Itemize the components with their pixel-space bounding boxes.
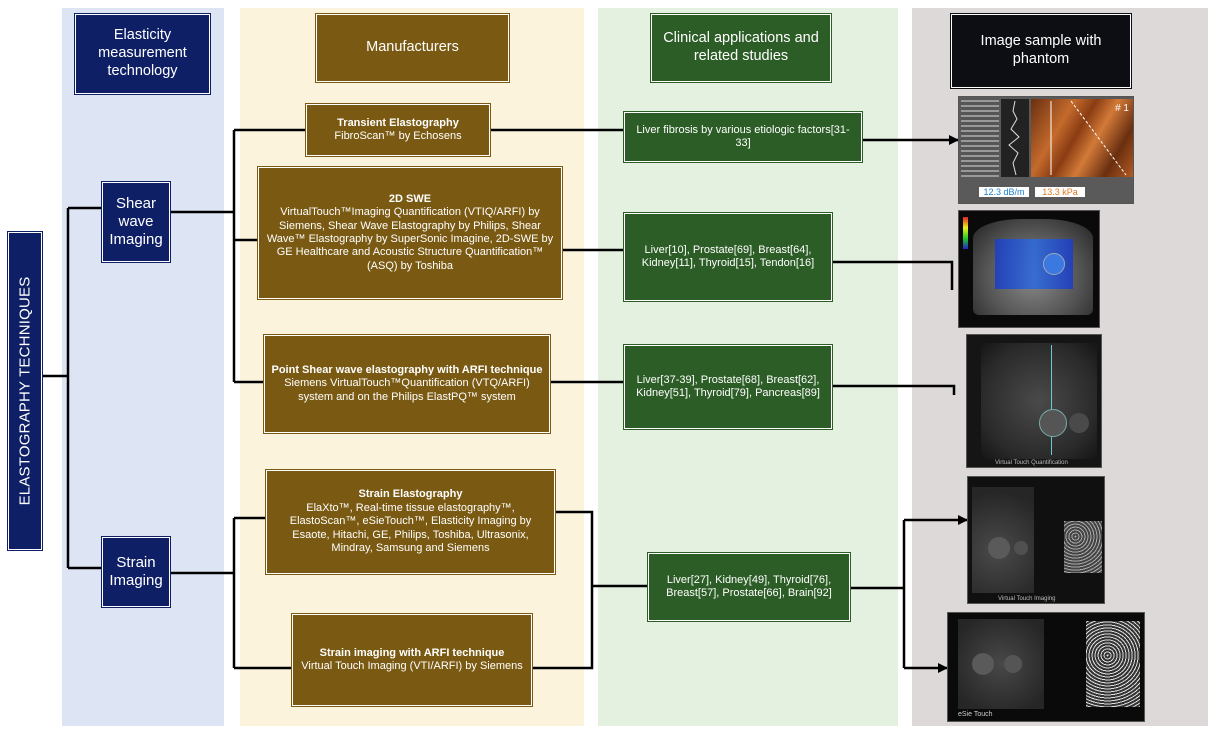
fibroscan-mmode-panel <box>961 99 999 177</box>
technology-header-label: Elasticity measurement technology <box>98 27 187 79</box>
strain-arfi-node: Strain imaging with ARFI technique Virtu… <box>292 614 532 706</box>
fibroscan-elastogram-panel: # 1 <box>1031 99 1133 177</box>
esie-inclusion-2 <box>1004 655 1022 673</box>
strain-arfi-title: Strain imaging with ARFI technique <box>319 646 505 659</box>
shear-wave-imaging-label: Shear wave Imaging <box>109 194 163 249</box>
root-title-label: ELASTOGRAPHY TECHNIQUES <box>16 276 34 506</box>
2d-swe-body: VirtualTouch™Imaging Quantification (VTI… <box>266 206 554 272</box>
vtq-inclusion-2 <box>1069 413 1089 433</box>
strain-elastography-node: Strain Elastography ElaXto™, Real-time t… <box>266 470 555 574</box>
point-shear-wave-body: Siemens VirtualTouch™Quantification (VTQ… <box>284 377 530 403</box>
esie-touch-image: eSie Touch <box>947 612 1145 722</box>
fibroscan-image: # 1 12.3 dB/m 13.3 kPa <box>958 96 1134 204</box>
clinical-transient: Liver fibrosis by various etiologic fact… <box>624 112 862 162</box>
clinical-2d-swe-text: Liver[10], Prostate[69], Breast[64], Kid… <box>641 243 815 269</box>
color-scale-bar <box>963 217 968 249</box>
strain-elastography-body: ElaXto™, Real-time tissue elastography™,… <box>289 501 532 555</box>
vtq-image: Virtual Touch Quantification <box>966 334 1102 468</box>
fibroscan-waveform-panel <box>1001 99 1029 177</box>
clinical-strain: Liver[27], Kidney[49], Thyroid[76], Brea… <box>648 553 850 621</box>
point-shear-wave-node: Point Shear wave elastography with ARFI … <box>264 335 550 433</box>
images-header: Image sample with phantom <box>951 14 1131 88</box>
images-header-label: Image sample with phantom <box>980 33 1102 67</box>
2d-swe-title: 2D SWE <box>388 192 432 205</box>
vti-strain-panel <box>1064 521 1102 573</box>
point-shear-wave-title: Point Shear wave elastography with ARFI … <box>271 363 543 376</box>
vti-image: Virtual Touch Imaging <box>967 476 1105 604</box>
vti-inclusion-2 <box>1014 541 1028 555</box>
transient-elastography-body: FibroScan™ by Echosens <box>334 130 462 142</box>
fibroscan-readout-2: 13.3 kPa <box>1035 187 1085 197</box>
root-title: ELASTOGRAPHY TECHNIQUES <box>8 232 42 550</box>
swe-image <box>958 210 1100 328</box>
manufacturers-header: Manufacturers <box>316 14 509 82</box>
technology-header: Elasticity measurement technology <box>75 14 210 94</box>
vtq-caption: Virtual Touch Quantification <box>995 460 1068 466</box>
strain-imaging-node: Strain Imaging <box>102 537 170 607</box>
transient-elastography-title: Transient Elastography <box>337 116 459 129</box>
strain-imaging-label: Strain Imaging <box>109 553 163 589</box>
swe-lesion <box>1043 253 1065 275</box>
strain-arfi-body: Virtual Touch Imaging (VTI/ARFI) by Siem… <box>301 660 523 672</box>
esie-caption: eSie Touch <box>958 711 993 718</box>
manufacturers-header-label: Manufacturers <box>366 39 459 56</box>
vtq-speckle-field <box>981 343 1097 459</box>
esie-bmode-panel <box>958 619 1044 709</box>
2d-swe-node: 2D SWE VirtualTouch™Imaging Quantificati… <box>258 167 562 299</box>
clinical-strain-text: Liver[27], Kidney[49], Thyroid[76], Brea… <box>666 573 832 599</box>
vti-caption: Virtual Touch Imaging <box>998 596 1056 602</box>
vtq-inclusion-1 <box>1039 409 1067 437</box>
clinical-point-swe-text: Liver[37-39], Prostate[68], Breast[62], … <box>636 373 820 399</box>
esie-strain-panel <box>1086 621 1140 707</box>
transient-elastography-node: Transient Elastography FibroScan™ by Ech… <box>306 104 490 156</box>
clinical-point-swe: Liver[37-39], Prostate[68], Breast[62], … <box>624 345 832 429</box>
clinical-2d-swe: Liver[10], Prostate[69], Breast[64], Kid… <box>624 213 832 301</box>
fibroscan-readout-1: 12.3 dB/m <box>979 187 1029 197</box>
vti-inclusion-1 <box>988 537 1010 559</box>
fibroscan-label: # 1 <box>1115 103 1129 114</box>
clinical-header: Clinical applications and related studie… <box>651 14 831 82</box>
clinical-transient-text: Liver fibrosis by various etiologic fact… <box>636 123 850 149</box>
waveform-graphic <box>1008 100 1020 176</box>
shear-wave-imaging-node: Shear wave Imaging <box>102 182 170 262</box>
elastogram-lines <box>1050 100 1127 176</box>
strain-elastography-title: Strain Elastography <box>358 488 463 501</box>
clinical-header-label: Clinical applications and related studie… <box>663 30 819 64</box>
esie-inclusion-1 <box>972 653 994 675</box>
vtq-roi-line <box>1051 345 1052 455</box>
